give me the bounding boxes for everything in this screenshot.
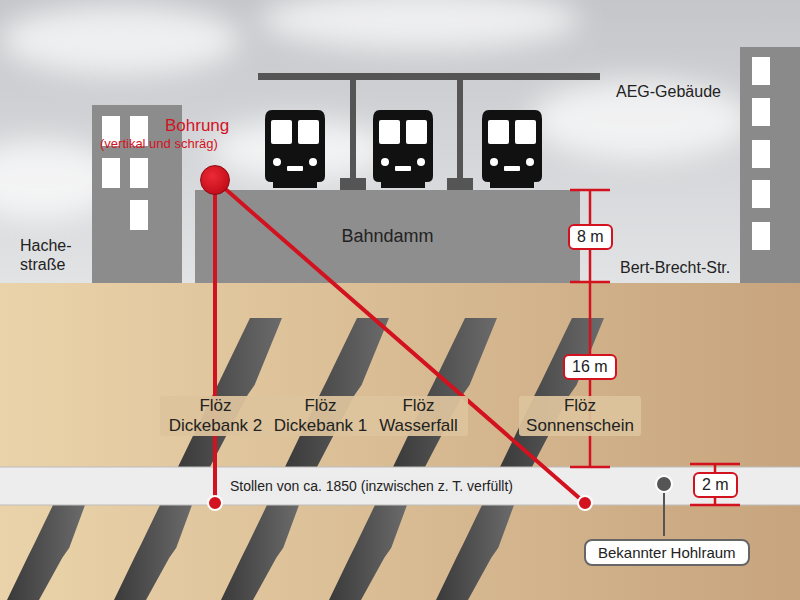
seam-name: Flöz Wasserfall [369, 396, 468, 436]
aeg-building [740, 47, 800, 283]
node-text: Stollen von ca. 1850 (inzwischen z. T. v… [228, 477, 515, 495]
train-symbol [373, 110, 433, 188]
ground [0, 283, 800, 600]
drill-line [208, 195, 222, 510]
cavity-tag: Bekannter Hohlraum [584, 539, 750, 566]
embankment-fill [195, 190, 580, 283]
dimension-box: 2 m [693, 472, 738, 498]
seam-name: Flöz Dickebank 1 [265, 396, 376, 436]
node-text: Bahndamm [341, 226, 433, 247]
building-name: AEG-Gebäude [616, 82, 721, 101]
end-dot [578, 496, 592, 510]
gallery-band: Stollen von ca. 1850 (inzwischen z. T. v… [0, 467, 800, 505]
street-name: Bert-Brecht-Str. [620, 258, 730, 277]
embankment-block: Bahndamm [195, 190, 580, 283]
node-text: 8 m [577, 227, 604, 247]
coal-seams [7, 318, 604, 600]
dimension-lines [570, 190, 740, 505]
train-symbol [482, 110, 542, 188]
cavity-marker [656, 476, 672, 536]
drill-circle [200, 165, 230, 195]
gallery-band [0, 467, 800, 505]
drill-label: Bohrung [90, 116, 260, 136]
drill-label: (vertikal und schräg) [90, 136, 260, 152]
node-text: 2 m [702, 475, 729, 495]
node-text: 16 m [572, 357, 608, 377]
node-text: Bekannter Hohlraum [598, 543, 736, 562]
end-dot [208, 496, 222, 510]
seam-name: Flöz Sonnenschein [519, 396, 641, 436]
street-name: Hache- straße [20, 236, 82, 274]
catenary [258, 73, 600, 190]
dimension-box: 8 m [568, 224, 613, 250]
dimension-box: 16 m [563, 354, 617, 380]
drill-path [213, 195, 217, 503]
drill-point: Bohrung(vertikal und schräg) [90, 116, 260, 196]
seam-name: Flöz Dickebank 2 [160, 396, 271, 436]
drill-line [226, 190, 592, 510]
drill-path [226, 190, 585, 503]
train-symbol [265, 110, 325, 188]
